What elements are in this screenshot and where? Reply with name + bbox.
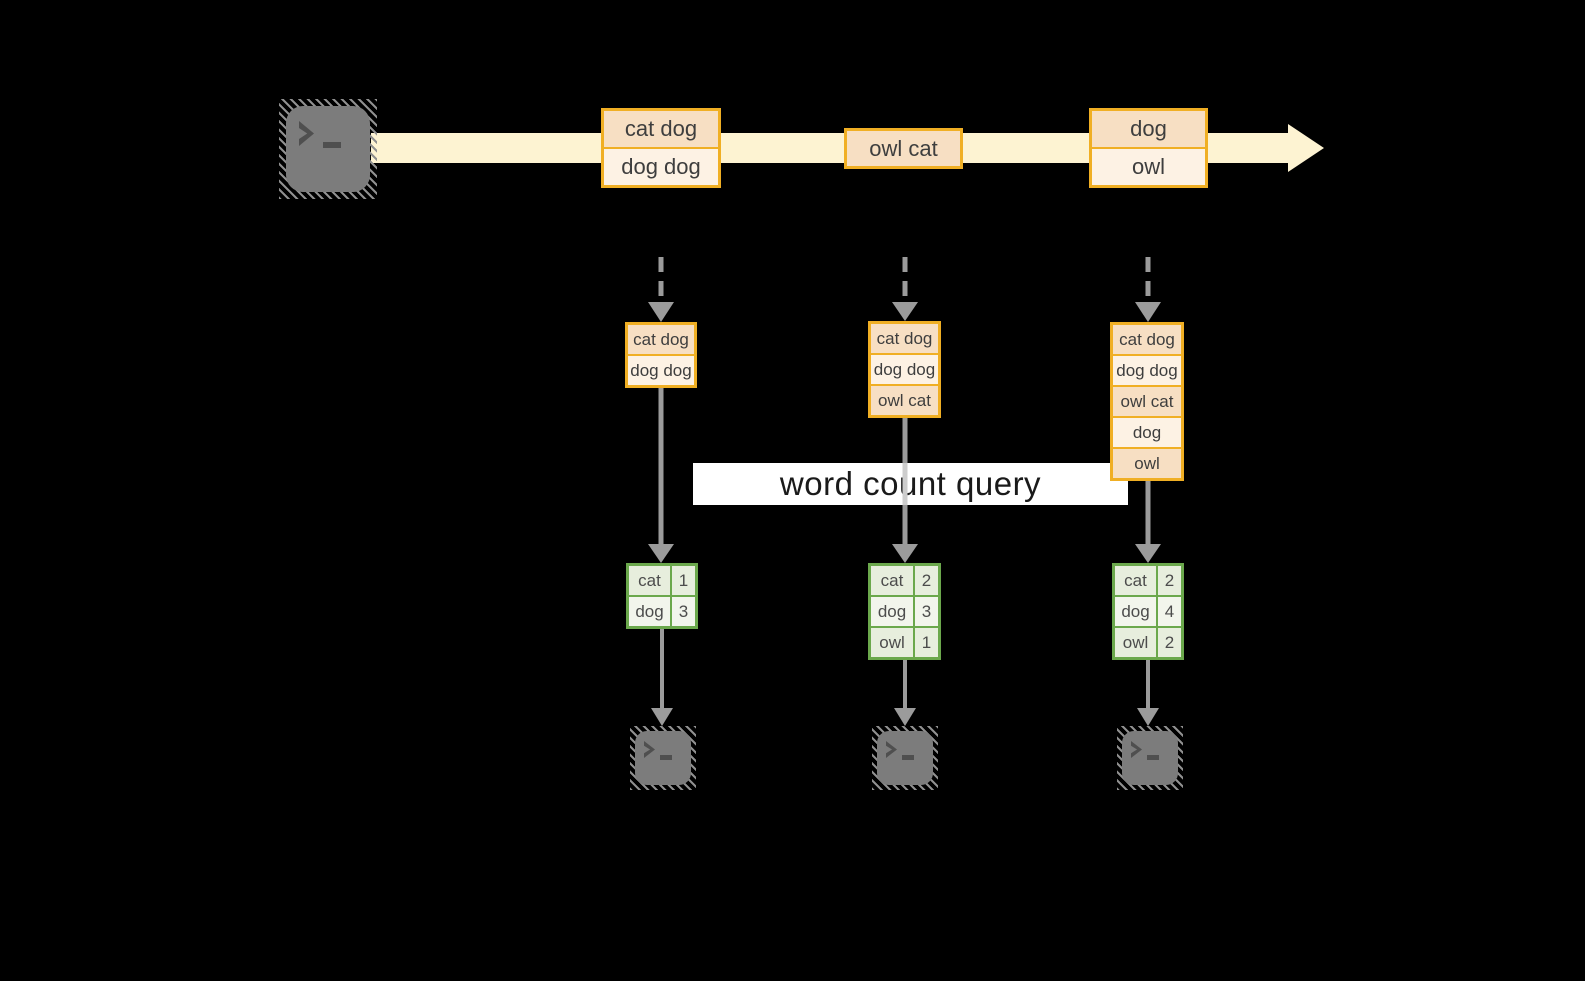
query-label: word count query — [693, 463, 1128, 505]
table-row: cat 1 — [629, 566, 695, 595]
terminal-icon — [872, 726, 938, 790]
query-arrow-1 — [648, 388, 674, 563]
terminal-screen — [286, 106, 370, 192]
count-table-1: cat 1 dog 3 — [626, 563, 698, 629]
query-label-text: word count query — [779, 465, 1042, 502]
prompt-chevron-icon — [644, 741, 655, 758]
input-line: cat dog — [871, 324, 938, 353]
count-cell: 2 — [1156, 628, 1181, 657]
word-cell: cat — [1124, 570, 1147, 590]
input-line: dog dog — [628, 354, 694, 385]
stream-line: cat dog — [604, 111, 718, 147]
prompt-cursor-icon — [660, 755, 672, 760]
stream-arrowhead-icon — [1288, 124, 1324, 172]
accumulated-input-2: cat dog dog dog owl cat — [868, 321, 941, 418]
input-line: cat dog — [1113, 325, 1181, 354]
count-cell: 2 — [913, 566, 938, 595]
word-cell: dog — [877, 601, 907, 621]
table-row: owl 2 — [1115, 626, 1181, 657]
output-arrow-1 — [651, 629, 673, 726]
input-line: dog — [1113, 416, 1181, 447]
count-cell: 2 — [1156, 566, 1181, 595]
count-cell: 1 — [913, 628, 938, 657]
terminal-screen — [635, 731, 691, 785]
stream-batch-2: owl cat — [844, 128, 963, 169]
count-table-3: cat 2 dog 4 owl 2 — [1112, 563, 1184, 660]
count-cell: 1 — [670, 566, 695, 595]
output-arrow-3 — [1137, 660, 1159, 726]
output-arrow-2 — [894, 660, 916, 726]
word-cell: dog — [635, 601, 664, 621]
input-line: cat dog — [628, 325, 694, 354]
count-cell: 3 — [913, 597, 938, 626]
table-row: dog 3 — [871, 595, 938, 626]
terminal-icon — [630, 726, 696, 790]
query-arrow-3 — [1135, 481, 1161, 563]
batch-arrow-1 — [648, 257, 674, 322]
input-line: dog dog — [1113, 354, 1181, 385]
table-row: cat 2 — [871, 566, 938, 595]
word-cell: dog — [1121, 601, 1150, 621]
batch-arrow-2 — [892, 257, 918, 321]
word-cell: cat — [638, 570, 661, 590]
accumulated-input-3: cat dog dog dog owl cat dog owl — [1110, 322, 1184, 481]
word-cell: owl — [879, 632, 905, 652]
stream-batch-3: dog owl — [1089, 108, 1208, 188]
stream-line: dog — [1092, 111, 1205, 147]
table-row: dog 4 — [1115, 595, 1181, 626]
stream-line: dog dog — [604, 147, 718, 185]
terminal-icon — [279, 99, 377, 199]
count-table-2: cat 2 dog 3 owl 1 — [868, 563, 941, 660]
input-line: dog dog — [871, 353, 938, 384]
count-cell: 4 — [1156, 597, 1181, 626]
input-line: owl — [1113, 447, 1181, 478]
stream-line: owl — [1092, 147, 1205, 185]
table-row: dog 3 — [629, 595, 695, 626]
terminal-icon — [1117, 726, 1183, 790]
word-cell: cat — [880, 570, 904, 590]
accumulated-input-1: cat dog dog dog — [625, 322, 697, 388]
stream-batch-1: cat dog dog dog — [601, 108, 721, 188]
table-row: cat 2 — [1115, 566, 1181, 595]
stream-line: owl cat — [847, 131, 960, 166]
prompt-chevron-icon — [299, 121, 314, 146]
prompt-cursor-icon — [323, 142, 341, 148]
count-cell: 3 — [670, 597, 695, 626]
terminal-screen — [877, 731, 933, 785]
input-line: owl cat — [1113, 385, 1181, 416]
terminal-screen — [1122, 731, 1178, 785]
word-cell: owl — [1122, 632, 1149, 652]
input-line: owl cat — [871, 384, 938, 415]
table-row: owl 1 — [871, 626, 938, 657]
prompt-chevron-icon — [886, 741, 897, 758]
prompt-cursor-icon — [902, 755, 914, 760]
prompt-cursor-icon — [1147, 755, 1159, 760]
prompt-chevron-icon — [1131, 741, 1142, 758]
batch-arrow-3 — [1135, 257, 1161, 322]
